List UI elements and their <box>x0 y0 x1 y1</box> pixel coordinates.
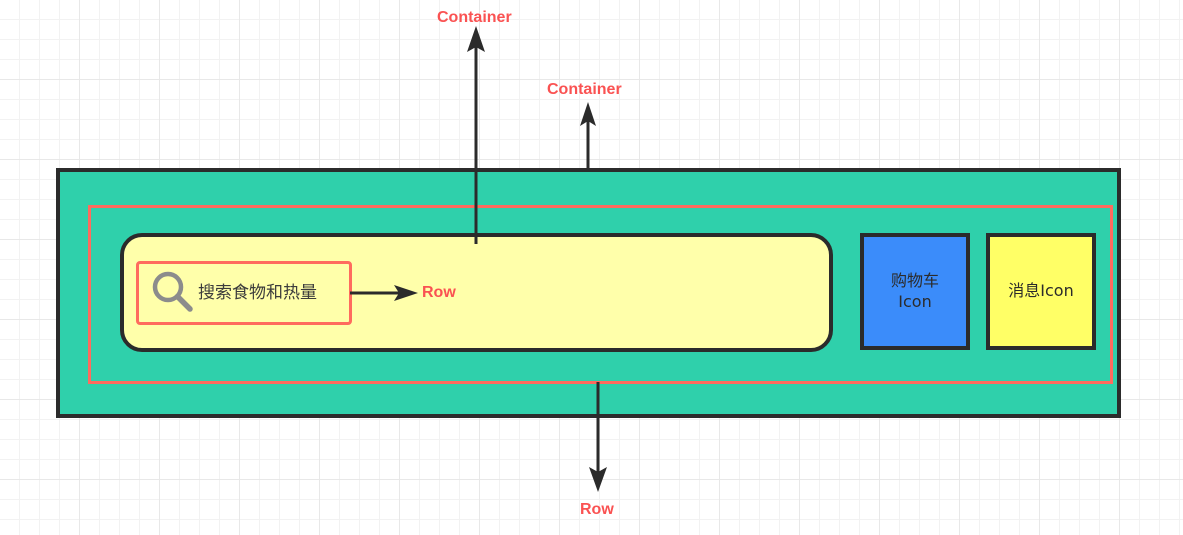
message-icon-box[interactable]: 消息Icon <box>986 233 1096 350</box>
annotation-label-row-bottom: Row <box>580 501 614 518</box>
arrow-down-row <box>589 382 607 492</box>
cart-icon-box-label-line1: 购物车 <box>890 271 939 291</box>
arrow-up-container-middle <box>580 102 596 172</box>
row-annotation-rect <box>88 205 1113 384</box>
annotation-label-container-middle: Container <box>547 81 622 98</box>
arrow-right-row <box>350 285 418 301</box>
message-icon-box-label: 消息Icon <box>1008 281 1074 301</box>
search-input-placeholder[interactable]: 搜索食物和热量 <box>198 283 317 303</box>
annotation-label-container-top: Container <box>437 9 512 26</box>
cart-icon-box[interactable]: 购物车 Icon <box>860 233 970 350</box>
cart-icon-box-label-line2: Icon <box>898 291 932 311</box>
annotation-label-row-right: Row <box>422 284 456 301</box>
arrow-up-container-top <box>467 26 485 244</box>
cart-icon-box-label: 购物车 Icon <box>891 271 939 312</box>
search-icon <box>152 271 193 312</box>
